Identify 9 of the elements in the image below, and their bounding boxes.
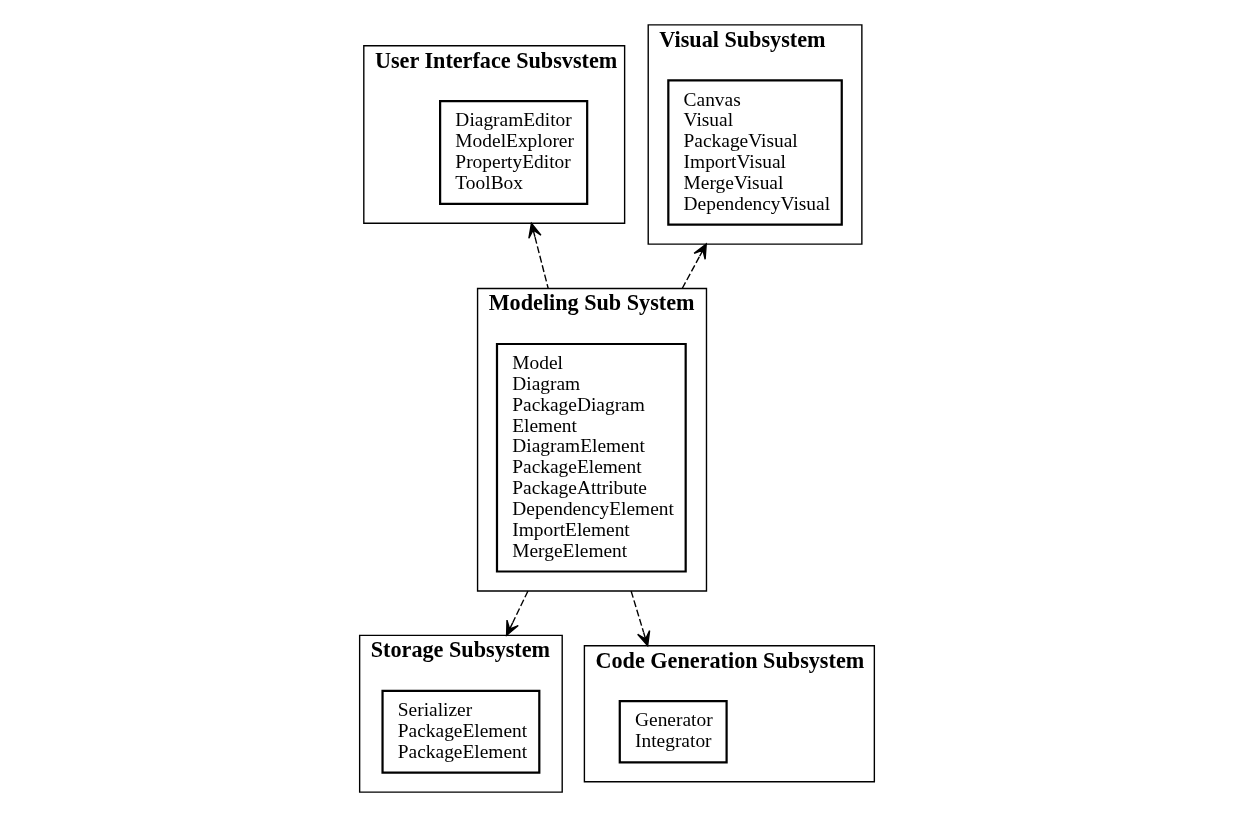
arrow [681, 243, 707, 290]
arrow [630, 590, 651, 647]
node-box: Model Diagram PackageDiagram Element DiagramElement PackageElement PackageAttribute DependencyElement ImportElement MergeElement [495, 342, 687, 573]
node-box: Canvas Visual PackageVisual ImportVisual MergeVisual DependencyVisual [667, 79, 843, 226]
arrow [528, 222, 549, 290]
node-box: Serializer PackageElement PackageElement [381, 689, 541, 774]
node-box: DiagramEditor ModelExplorer PropertyEditor ToolBox [439, 100, 589, 205]
arrow [505, 590, 529, 637]
node-box: Generator Integrator [618, 700, 728, 764]
